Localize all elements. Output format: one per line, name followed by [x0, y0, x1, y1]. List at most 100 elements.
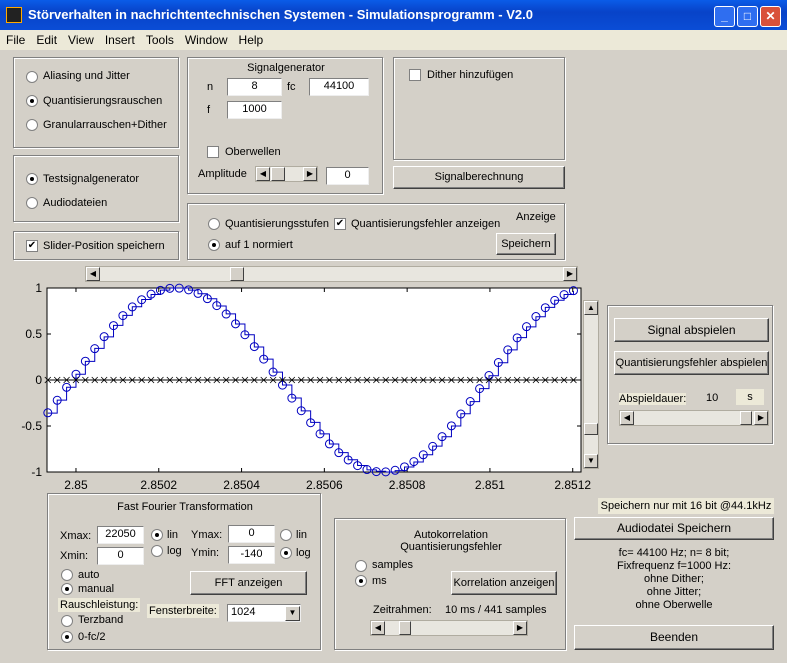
info-line-5: ohne Oberwelle	[635, 599, 713, 611]
radio-quantisierungsstufen[interactable]	[208, 218, 220, 230]
radio-testsignal[interactable]	[26, 173, 38, 185]
error-marker	[354, 376, 361, 384]
sample-point	[287, 393, 297, 403]
arrow-left-icon[interactable]: ◀	[256, 167, 270, 181]
xmax-input[interactable]: 22050	[97, 526, 144, 544]
radio-terzband[interactable]	[61, 615, 73, 627]
menu-tools[interactable]: Tools	[145, 33, 174, 47]
maximize-button[interactable]: □	[737, 6, 758, 27]
sample-point	[184, 285, 194, 295]
ymax-input[interactable]: 0	[228, 525, 275, 543]
chevron-down-icon[interactable]: ▼	[285, 606, 300, 621]
arrow-right-icon[interactable]: ▶	[513, 621, 527, 635]
abspieldauer-slider[interactable]: ◀ ▶	[619, 410, 769, 426]
arrow-up-icon[interactable]: ▲	[584, 301, 598, 315]
fft-anzeigen-button[interactable]: FFT anzeigen	[190, 571, 307, 595]
minimize-button[interactable]: _	[714, 6, 735, 27]
close-button[interactable]: ✕	[760, 6, 781, 27]
menu-edit[interactable]: Edit	[36, 33, 58, 47]
error-marker	[560, 376, 568, 384]
fc-input[interactable]: 44100	[309, 78, 369, 96]
checkbox-slider-save[interactable]: ✔	[26, 240, 38, 252]
xmin-input[interactable]: 0	[97, 547, 144, 565]
arrow-down-icon[interactable]: ▼	[584, 454, 598, 468]
radio-aliasing[interactable]	[26, 71, 38, 83]
sample-point	[296, 406, 306, 416]
sample-point	[240, 330, 250, 340]
radio-y-lin[interactable]	[280, 529, 292, 541]
radio-normiert[interactable]	[208, 239, 220, 251]
sample-point	[52, 395, 62, 405]
arrow-right-icon[interactable]: ▶	[754, 411, 768, 425]
arrow-left-icon[interactable]: ◀	[371, 621, 385, 635]
radio-quantisierung[interactable]	[26, 95, 38, 107]
amplitude-slider[interactable]: ◀ ▶	[255, 166, 318, 182]
ymin-input[interactable]: -140	[228, 546, 275, 564]
autokorrelation-panel: Autokorrelation Quantisierungsfehler sam…	[334, 518, 566, 650]
menu-window[interactable]: Window	[184, 33, 228, 47]
vertical-slider[interactable]: ▲ ▼	[583, 300, 599, 469]
sample-point	[390, 465, 400, 475]
sample-point	[165, 283, 175, 293]
error-marker	[175, 376, 183, 384]
korrelation-anzeigen-button[interactable]: Korrelation anzeigen	[451, 571, 557, 595]
error-marker	[513, 376, 521, 384]
radio-audiodateien[interactable]	[26, 197, 38, 209]
checkbox-fehler[interactable]: ✔	[334, 218, 346, 230]
abspieldauer-thumb[interactable]	[740, 411, 752, 425]
plot-scroll-slider[interactable]: ◀ ▶	[85, 266, 578, 282]
checkbox-oberwellen[interactable]	[207, 146, 219, 158]
radio-fc2[interactable]	[61, 631, 73, 643]
menu-insert[interactable]: Insert	[104, 33, 135, 47]
signal-abspielen-button[interactable]: Signal abspielen	[614, 318, 769, 342]
radio-y-log[interactable]	[280, 547, 292, 559]
xmin-label: Xmin:	[60, 550, 89, 562]
audiodatei-speichern-button[interactable]: Audiodatei Speichern	[574, 517, 774, 540]
sample-point	[418, 450, 428, 460]
zeitrahmen-slider[interactable]: ◀ ▶	[370, 620, 528, 636]
label-y-lin: lin	[296, 529, 308, 541]
fehler-abspielen-button[interactable]: Quantisierungsfehler abspielen	[614, 351, 769, 375]
signalgenerator-title: Signalgenerator	[247, 62, 325, 74]
menu-file[interactable]: File	[6, 33, 26, 47]
radio-manual[interactable]	[61, 583, 73, 595]
x-tick-label: 2.8508	[389, 478, 426, 492]
zeitrahmen-thumb[interactable]	[399, 621, 411, 635]
sample-point	[512, 333, 522, 343]
fensterbreite-select[interactable]: 1024 ▼	[227, 604, 301, 622]
radio-samples[interactable]	[355, 560, 367, 572]
sample-point	[550, 295, 560, 305]
checkbox-dither[interactable]	[409, 69, 421, 81]
arrow-right-icon[interactable]: ▶	[303, 167, 317, 181]
error-marker	[523, 376, 530, 384]
arrow-left-icon[interactable]: ◀	[86, 267, 100, 281]
arrow-left-icon[interactable]: ◀	[620, 411, 634, 425]
beenden-button[interactable]: Beenden	[574, 625, 774, 650]
radio-x-lin[interactable]	[151, 529, 163, 541]
radio-auto[interactable]	[61, 569, 73, 581]
label-audiodateien: Audiodateien	[43, 197, 108, 209]
menu-help[interactable]: Help	[238, 33, 264, 47]
n-input[interactable]: 8	[227, 78, 282, 96]
x-tick-label: 2.8502	[140, 478, 177, 492]
plot-scroll-thumb[interactable]	[230, 267, 244, 281]
sample-point	[475, 384, 485, 394]
amplitude-slider-thumb[interactable]	[271, 167, 285, 181]
arrow-right-icon[interactable]: ▶	[563, 267, 577, 281]
speichern-button[interactable]: Speichern	[496, 233, 556, 255]
sample-point	[71, 369, 81, 379]
radio-granular[interactable]	[26, 119, 38, 131]
label-dither: Dither hinzufügen	[427, 69, 514, 81]
vertical-slider-thumb[interactable]	[584, 423, 598, 435]
signalberechnung-button[interactable]: Signalberechnung	[393, 166, 565, 189]
xmax-label: Xmax:	[60, 530, 92, 542]
menu-view[interactable]: View	[68, 33, 94, 47]
amplitude-input[interactable]: 0	[326, 167, 369, 185]
info-line-4: ohne Jitter;	[646, 586, 702, 598]
error-marker	[335, 376, 343, 384]
radio-ms[interactable]	[355, 575, 367, 587]
f-input[interactable]: 1000	[227, 101, 282, 119]
error-marker	[438, 376, 446, 384]
radio-x-log[interactable]	[151, 545, 163, 557]
